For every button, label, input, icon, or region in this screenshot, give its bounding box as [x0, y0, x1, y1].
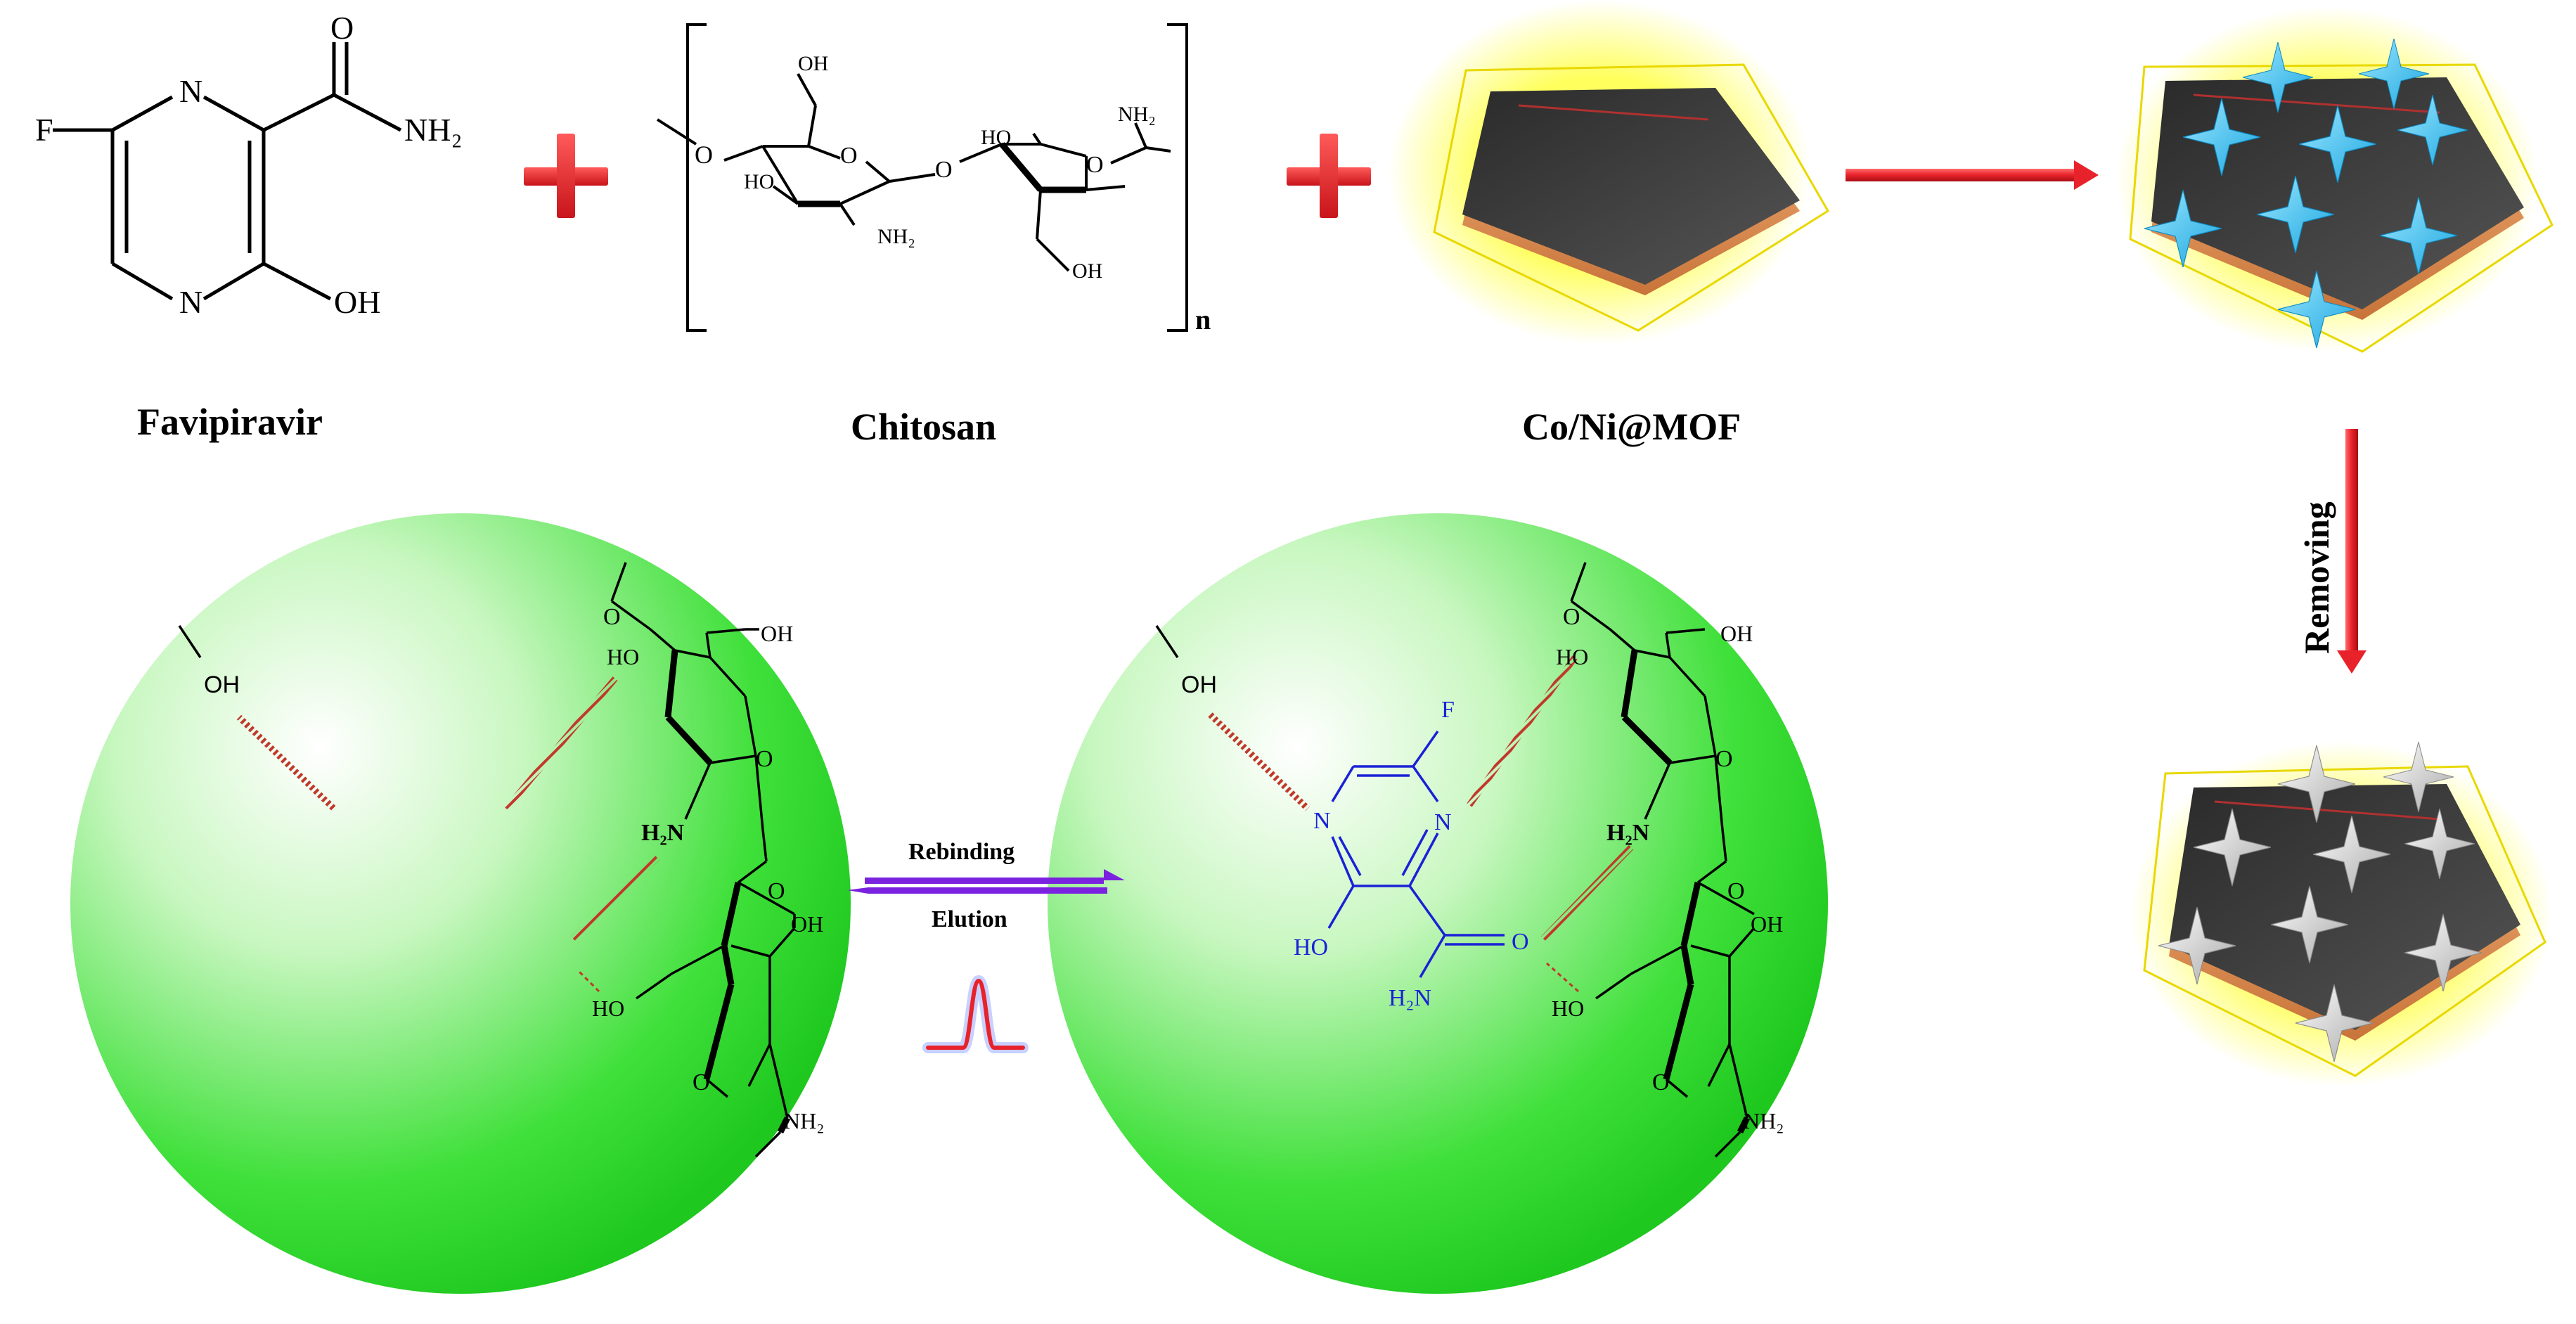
atom-NH2: NH₂: [1744, 1108, 1784, 1133]
atom-O: O: [1727, 878, 1745, 904]
atom-O: O: [1512, 929, 1529, 955]
atom-HO: HO: [1294, 934, 1328, 960]
atom-NH2: NH₂: [784, 1108, 824, 1133]
atom-O: O: [935, 157, 953, 183]
atom-OH: OH: [334, 284, 380, 320]
atom-N: N: [1434, 809, 1452, 835]
atom-N: N: [1313, 808, 1331, 834]
atom-NH2: NH₂: [1118, 103, 1156, 126]
atom-OH: OH: [791, 911, 823, 937]
captions: Favipiravir Chitosan Co/Ni@MOF: [137, 401, 1741, 448]
atom-N: N: [179, 284, 202, 320]
atom-NH2: NH₂: [877, 225, 915, 248]
atom-N: N: [179, 73, 202, 109]
process-arrow-right: [1846, 160, 2099, 190]
plus-icon: [1287, 134, 1371, 218]
atom-HO: HO: [1552, 996, 1584, 1021]
atom-O: O: [1563, 604, 1580, 630]
atom-HO: HO: [981, 126, 1011, 149]
atom-OH: OH: [761, 621, 793, 646]
atom-HO: HO: [744, 170, 774, 193]
polymer-bead-empty: OH: [70, 513, 851, 1294]
chitosan-label: Chitosan: [851, 406, 996, 448]
mof-with-template: [2116, 7, 2554, 353]
atom-NH2: NH₂: [404, 112, 462, 148]
atom-O: O: [1086, 152, 1104, 178]
atom-OH: OH: [1072, 259, 1102, 283]
mof-particle: [1389, 0, 1830, 345]
elution-label: Elution: [932, 906, 1007, 932]
atom-OH: OH: [1181, 671, 1217, 698]
atom-OH: OH: [798, 52, 828, 75]
mof-with-cavities: [2130, 742, 2552, 1086]
atom-OH: OH: [1751, 911, 1783, 937]
atom-O: O: [693, 1069, 710, 1095]
repeat-unit-n: n: [1195, 304, 1211, 335]
atom-OH: OH: [1720, 621, 1753, 646]
atom-H2N: H₂N: [1606, 820, 1650, 846]
atom-O: O: [603, 604, 621, 630]
peak-signal-icon: [922, 975, 1029, 1053]
atom-OH: OH: [204, 671, 240, 698]
atom-H2N: H₂N: [1389, 985, 1431, 1011]
favipiravir-structure: [53, 42, 402, 301]
plus-icon: [524, 134, 608, 218]
atom-H2N: H₂N: [641, 820, 685, 846]
polymer-bead-bound: OH F N N HO O: [1048, 513, 1828, 1294]
chitosan-structure: [656, 23, 1188, 332]
favipiravir-label: Favipiravir: [137, 401, 323, 443]
process-arrow-down: [2337, 429, 2366, 674]
atom-O: O: [1652, 1069, 1670, 1095]
chitosan-atoms: O OH HO O NH₂ O HO O NH₂ OH n: [695, 52, 1211, 335]
atom-F: F: [35, 112, 53, 148]
favipiravir-atoms: F N N O NH₂ OH: [35, 10, 462, 320]
atom-F: F: [1441, 697, 1455, 723]
atom-HO: HO: [607, 644, 639, 669]
atom-HO: HO: [592, 996, 624, 1021]
atom-O: O: [1715, 746, 1733, 772]
atom-O: O: [768, 878, 785, 904]
mof-label: Co/Ni@MOF: [1522, 406, 1741, 448]
atom-O: O: [840, 143, 858, 169]
atom-O: O: [330, 10, 354, 46]
equilibrium-arrow-icon: [847, 869, 1125, 894]
atom-HO: HO: [1556, 644, 1588, 669]
removing-label: Removing: [2297, 501, 2336, 654]
rebinding-label: Rebinding: [908, 839, 1015, 865]
atom-O: O: [756, 746, 773, 772]
atom-O: O: [695, 141, 713, 169]
